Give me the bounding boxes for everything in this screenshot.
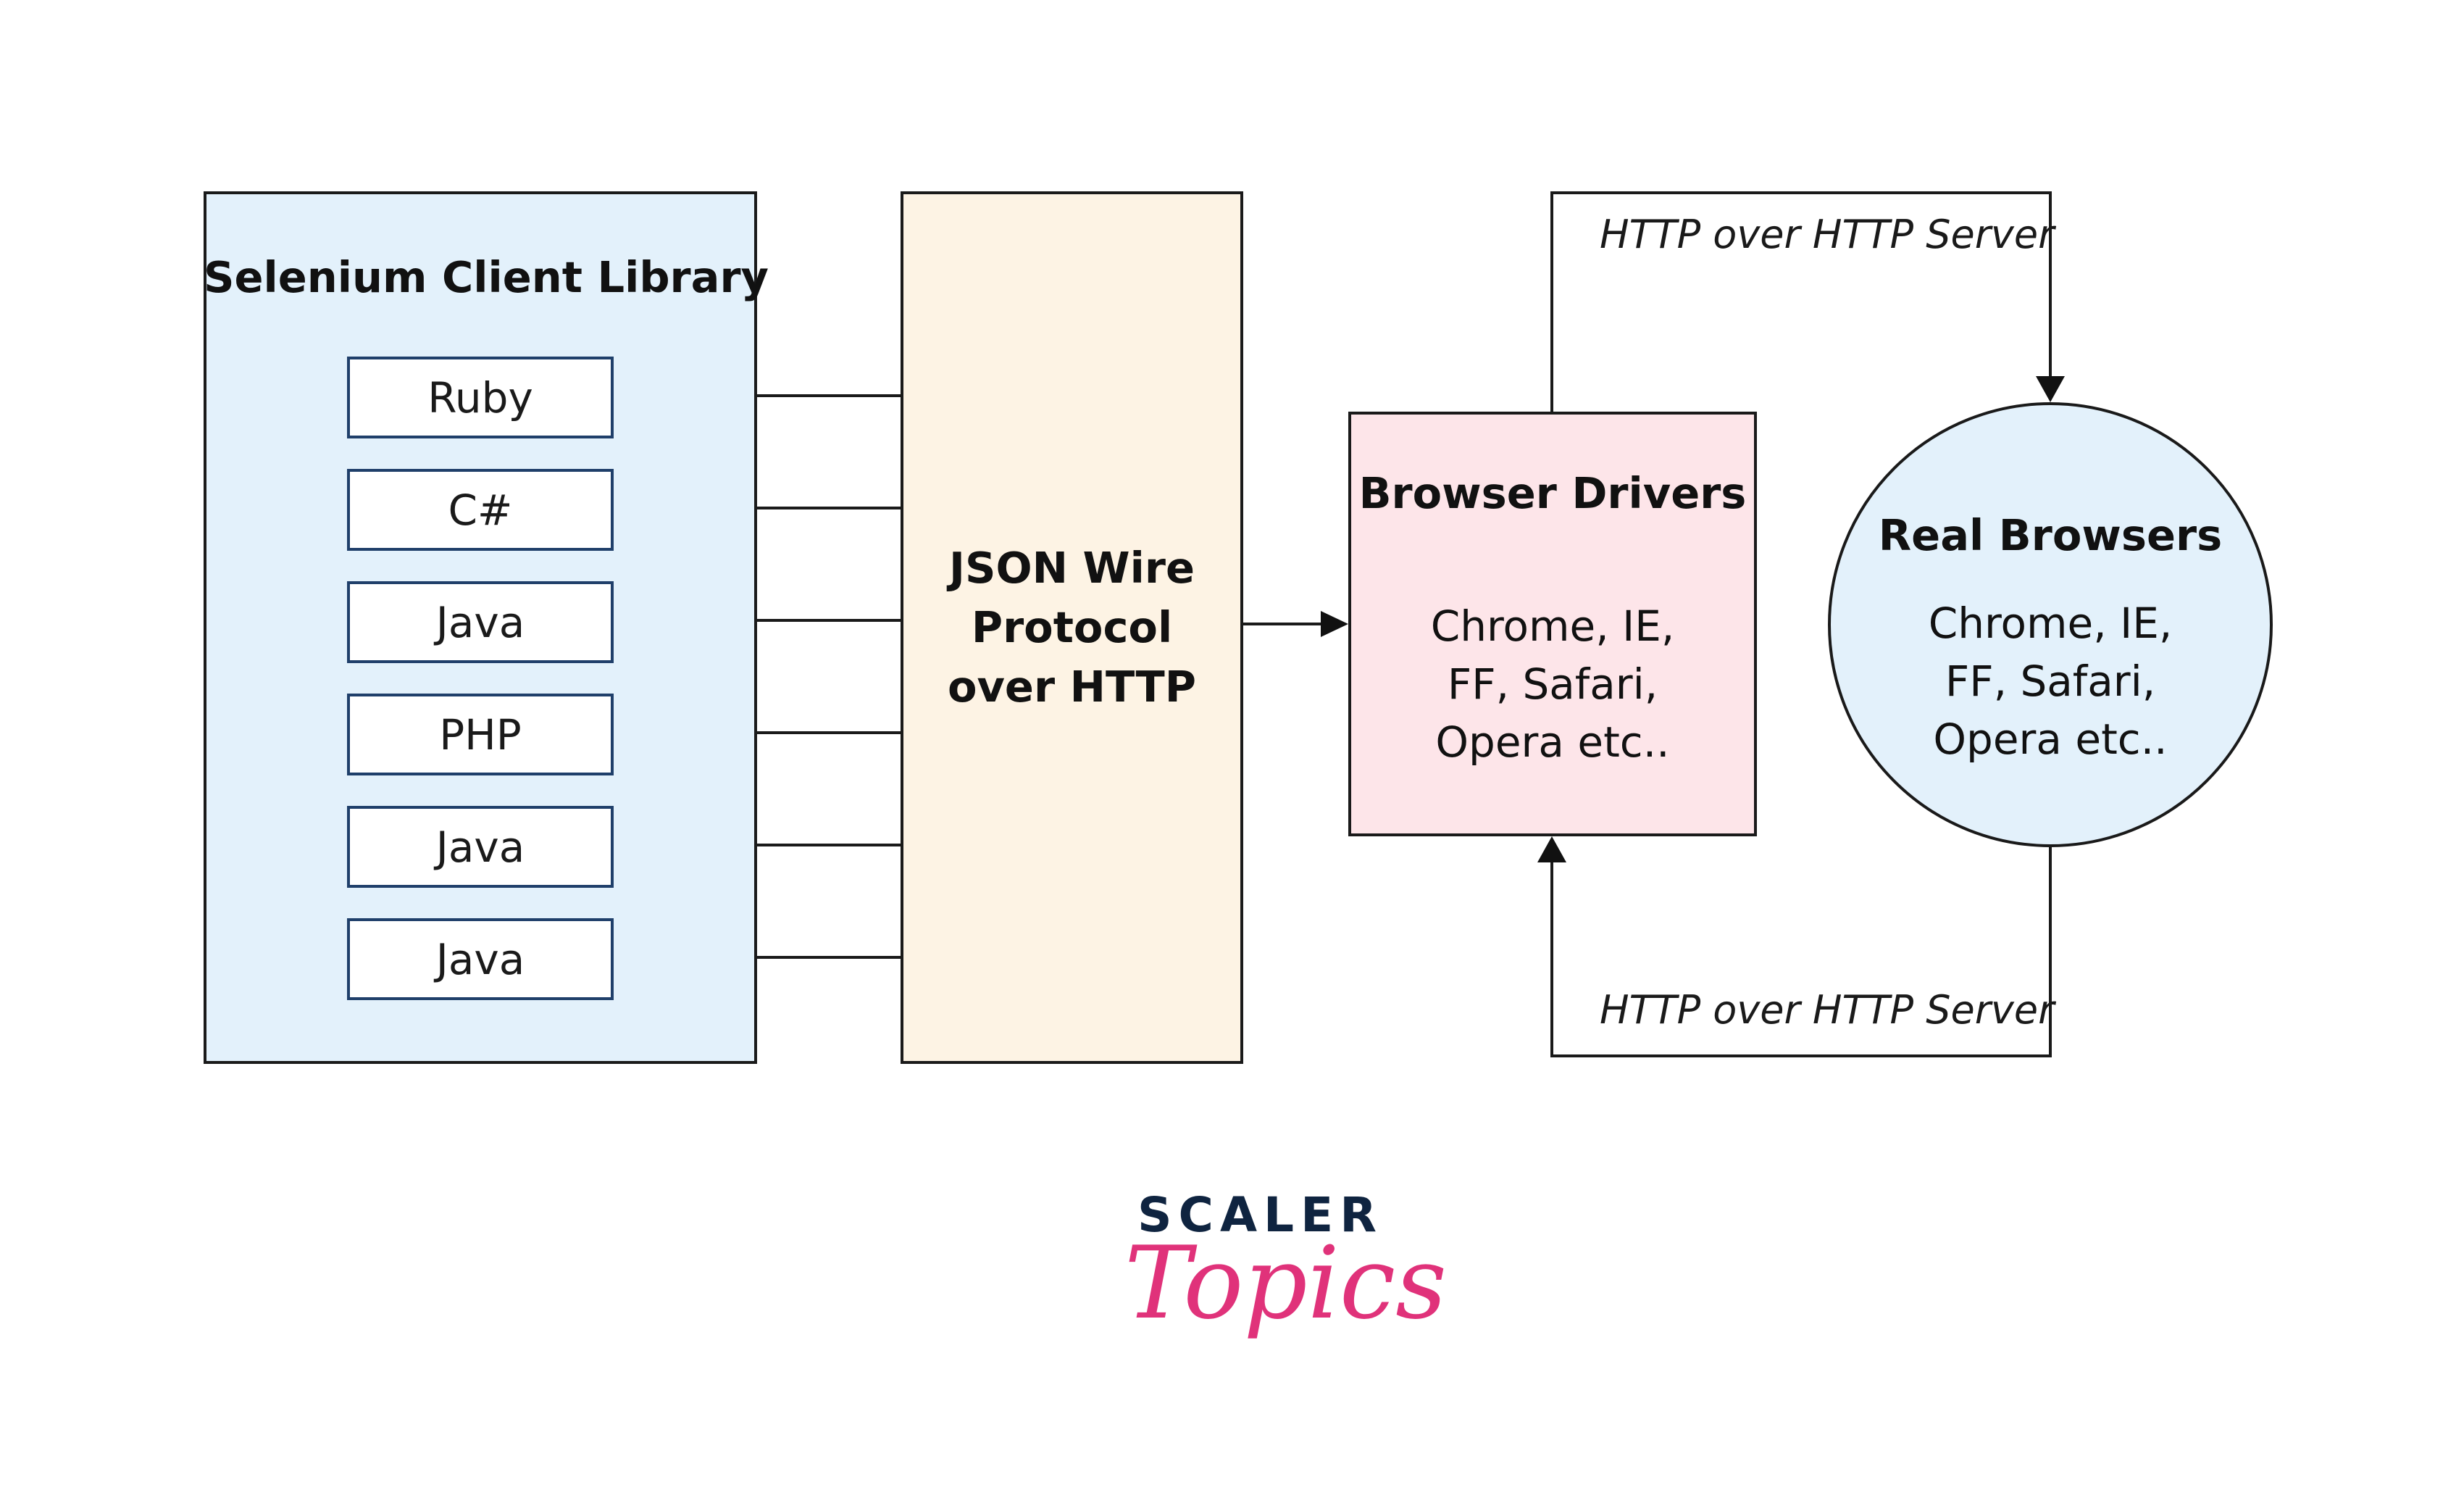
top-loop-across: [1550, 191, 2052, 194]
browser-drivers-list: Chrome, IE, FF, Safari, Opera etc..: [1348, 597, 1757, 771]
json-wire-line-1: JSON Wire: [949, 543, 1195, 593]
real-browsers-line-1: Chrome, IE,: [1928, 599, 2173, 648]
bottom-connection-label: HTTP over HTTP Server: [1600, 987, 2055, 1033]
connector-java-2: [614, 844, 901, 846]
top-loop-down: [2049, 191, 2052, 381]
real-browsers-line-2: FF, Safari,: [1945, 657, 2156, 706]
connector-java-3: [614, 956, 901, 959]
browser-drivers-line-1: Chrome, IE,: [1430, 602, 1675, 651]
arrow-down-icon: [2036, 376, 2065, 402]
arrow-up-icon: [1537, 836, 1566, 862]
scaler-logo-text: SCALER: [1137, 1187, 1384, 1243]
language-box-csharp: C#: [347, 469, 614, 551]
language-box-java-1: Java: [347, 581, 614, 663]
browser-drivers-line-2: FF, Safari,: [1447, 659, 1658, 709]
top-connection-label: HTTP over HTTP Server: [1600, 212, 2055, 257]
bottom-loop-down: [2049, 847, 2052, 1057]
real-browsers-title: Real Browsers: [1878, 510, 2223, 560]
arrow-right-icon: [1321, 611, 1348, 637]
language-box-php: PHP: [347, 694, 614, 775]
json-wire-protocol-box: JSON Wire Protocol over HTTP: [901, 191, 1243, 1064]
language-box-java-3: Java: [347, 918, 614, 1000]
language-box-ruby: Ruby: [347, 357, 614, 438]
connector-ruby: [614, 394, 901, 397]
topics-logo-text: Topics: [1124, 1225, 1447, 1341]
json-wire-line-3: over HTTP: [947, 662, 1197, 712]
json-wire-line-2: Protocol: [971, 602, 1173, 652]
real-browsers-circle: [1828, 402, 2273, 847]
bottom-loop-across: [1550, 1054, 2052, 1057]
language-box-java-2: Java: [347, 806, 614, 888]
browser-drivers-title: Browser Drivers: [1358, 468, 1747, 518]
browser-drivers-line-3: Opera etc..: [1435, 717, 1670, 767]
connector-csharp: [614, 507, 901, 509]
real-browsers-line-3: Opera etc..: [1933, 715, 2168, 764]
real-browsers-list: Chrome, IE, FF, Safari, Opera etc..: [1828, 594, 2273, 768]
client-library-title: Selenium Client Library: [204, 252, 769, 302]
bottom-loop-up: [1550, 862, 1553, 1057]
connector-json-to-drivers: [1243, 623, 1323, 625]
connector-php: [614, 731, 901, 734]
browser-drivers-box: [1348, 412, 1757, 836]
connector-java-1: [614, 619, 901, 622]
top-loop-up: [1550, 191, 1553, 412]
json-wire-title: JSON Wire Protocol over HTTP: [948, 538, 1196, 717]
